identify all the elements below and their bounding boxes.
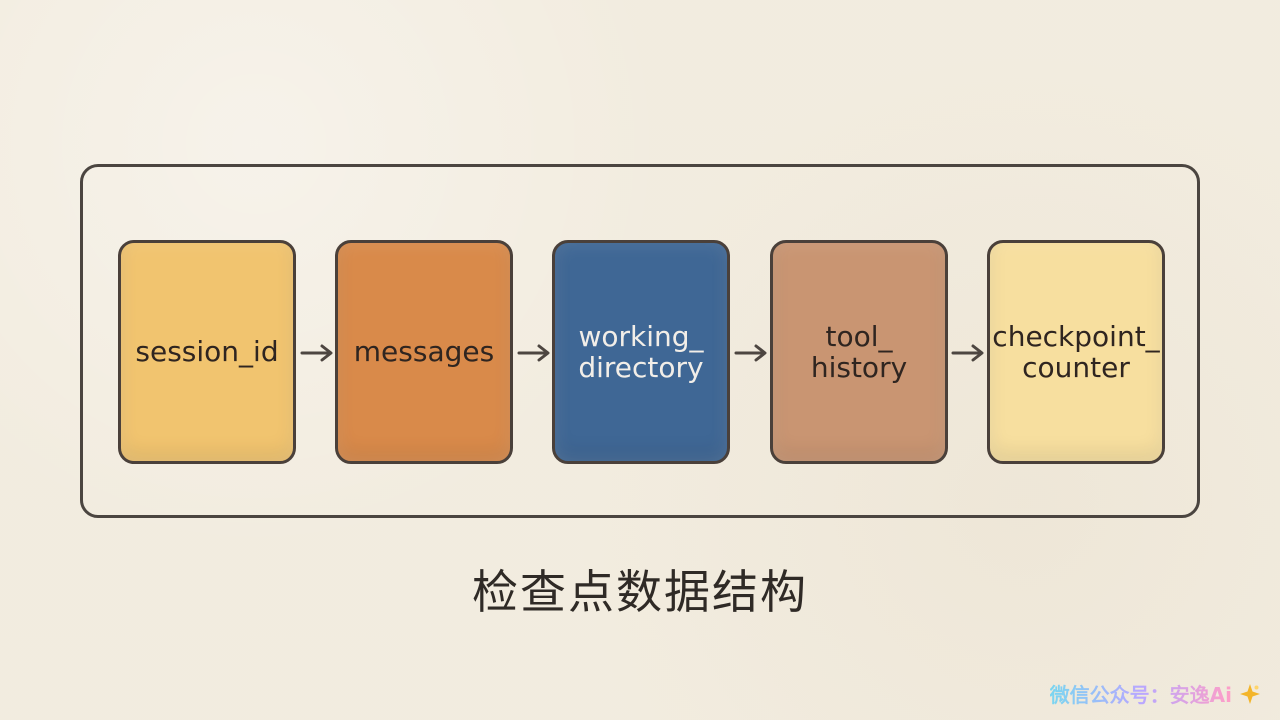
diagram-container — [80, 164, 1200, 518]
node-label-tool-history: tool_ history — [810, 319, 908, 384]
right-arrow-icon — [951, 344, 984, 362]
right-arrow-icon — [734, 344, 767, 362]
sparkle-icon — [1240, 683, 1260, 704]
watermark-text: 微信公众号：安逸Ai — [1050, 679, 1232, 708]
watermark: 微信公众号：安逸Ai — [1050, 679, 1262, 708]
diagram-caption: 检查点数据结构 — [472, 565, 808, 619]
node-label-working-directory: working_ directory — [578, 319, 704, 384]
node-label-messages: messages — [353, 335, 495, 369]
node-session-id: session_id — [118, 240, 296, 464]
node-label-checkpoint-counter: checkpoint_ counter — [992, 319, 1160, 384]
node-tool-history: tool_ history — [770, 240, 948, 464]
right-arrow-icon — [300, 344, 333, 362]
node-messages: messages — [335, 240, 513, 464]
node-checkpoint-counter: checkpoint_ counter — [987, 240, 1165, 464]
node-working-directory: working_ directory — [552, 240, 730, 464]
right-arrow-icon — [517, 344, 550, 362]
node-label-session-id: session_id — [135, 335, 279, 369]
